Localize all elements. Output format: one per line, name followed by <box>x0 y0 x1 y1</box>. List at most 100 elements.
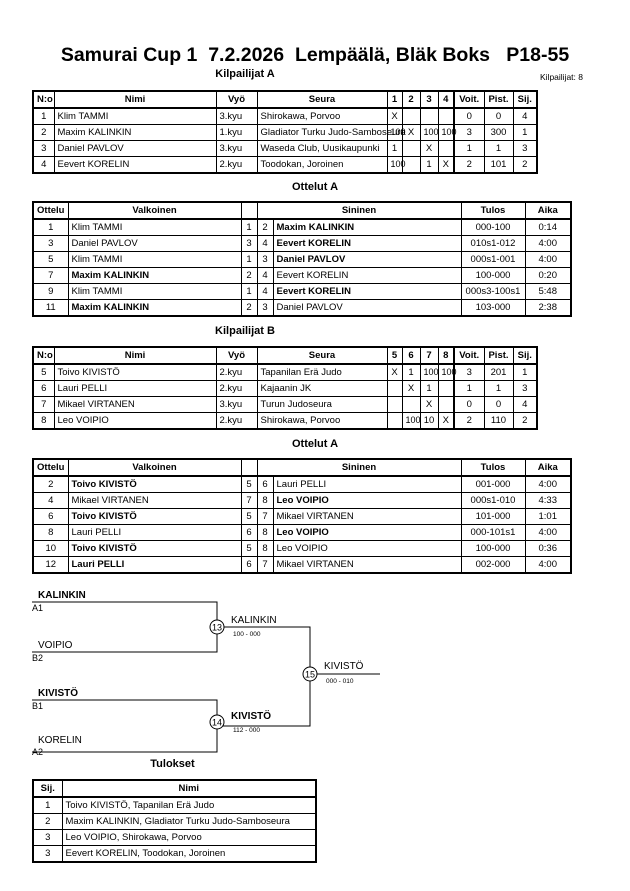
blue-competitor: Lauri PELLI <box>272 475 462 493</box>
competitor-club: Tapanilan Erä Judo <box>256 363 388 381</box>
pool-score-cell <box>386 380 403 397</box>
match-result: 101-000 <box>460 508 526 525</box>
result-name: Maxim KALINKIN, Gladiator Turku Judo-Sam… <box>61 813 317 830</box>
points-cell: 1 <box>483 380 514 397</box>
competitor-name: Klim TAMMI <box>53 107 217 125</box>
col-header: Vyö <box>215 346 258 365</box>
sf1-bottom-seed: B2 <box>32 653 43 663</box>
pool-score-cell <box>437 107 455 125</box>
result-name: Toivo KIVISTÖ, Tapanilan Erä Judo <box>61 796 317 814</box>
match-number: 5 <box>32 251 69 268</box>
results-heading: Tulokset <box>150 758 195 770</box>
competitor-number: 6 <box>32 380 55 397</box>
competitor-name: Mikael VIRTANEN <box>53 396 217 413</box>
match-number: 3 <box>32 235 69 252</box>
col-header: 5 <box>386 346 403 365</box>
white-number: 6 <box>240 524 258 541</box>
white-number: 5 <box>240 540 258 557</box>
blue-number: 4 <box>256 267 274 284</box>
match-circle <box>209 619 225 635</box>
wins-cell: 1 <box>453 140 485 157</box>
competitor-club: Shirokawa, Porvoo <box>256 107 388 125</box>
match-result: 000s3-100s1 <box>460 283 526 300</box>
match-time: 4:00 <box>524 251 572 268</box>
white-number: 6 <box>240 556 258 574</box>
competitor-club: Waseda Club, Uusikaupunki <box>256 140 388 157</box>
place-cell: 2 <box>512 412 538 430</box>
result-place: 1 <box>32 796 63 814</box>
match-number: 2 <box>32 475 69 493</box>
sf1-winner: KALINKIN <box>231 615 277 626</box>
col-header: N:o <box>32 346 55 365</box>
place-cell: 3 <box>512 380 538 397</box>
pool-score-cell <box>401 396 421 413</box>
wins-cell: 2 <box>453 412 485 430</box>
pool-score-cell: 1 <box>419 380 439 397</box>
pool-score-cell <box>419 107 439 125</box>
pool-score-cell: X <box>419 396 439 413</box>
sf1-bottom-name: VOIPIO <box>38 640 73 651</box>
col-header: Nimi <box>53 346 217 365</box>
result-place: 3 <box>32 829 63 846</box>
sf2-top-seed: B1 <box>32 701 43 711</box>
match-result: 100-000 <box>460 540 526 557</box>
pool-score-cell: X <box>419 140 439 157</box>
pool-score-cell <box>386 412 403 430</box>
competitor-name: Eevert KORELIN <box>53 156 217 174</box>
pool-score-cell <box>437 140 455 157</box>
wins-cell: 3 <box>453 124 485 141</box>
match-time: 5:48 <box>524 283 572 300</box>
sf2-bottom-seed: A2 <box>32 747 43 757</box>
white-number: 5 <box>240 508 258 525</box>
blue-competitor: Daniel PAVLOV <box>272 299 462 317</box>
competitor-club: Gladiator Turku Judo-Samboseura <box>256 124 406 141</box>
match-time: 2:38 <box>524 299 572 317</box>
match-result: 100-000 <box>460 267 526 284</box>
blue-competitor: Mikael VIRTANEN <box>272 556 462 574</box>
final-score: 000 - 010 <box>326 678 354 685</box>
sf1-match-number: 13 <box>212 623 222 633</box>
match-number: 7 <box>32 267 69 284</box>
col-header: Seura <box>256 346 388 365</box>
white-competitor: Klim TAMMI <box>67 283 242 300</box>
matches-a-heading: Ottelut A <box>291 181 339 193</box>
col-header: Seura <box>256 90 388 109</box>
points-cell: 0 <box>483 396 514 413</box>
match-number: 4 <box>32 492 69 509</box>
sf2-match-number: 14 <box>212 718 222 728</box>
result-name: Eevert KORELIN, Toodokan, Joroinen <box>61 845 317 863</box>
blue-number: 4 <box>256 235 274 252</box>
points-cell: 300 <box>483 124 514 141</box>
white-number: 7 <box>240 492 258 509</box>
match-number: 6 <box>32 508 69 525</box>
competitor-belt: 1.kyu <box>215 124 258 141</box>
match-time: 4:00 <box>524 235 572 252</box>
competitor-number: 5 <box>32 363 55 381</box>
white-competitor: Maxim KALINKIN <box>67 299 242 317</box>
pool-b-table: N:o Nimi Vyö Seura 5 6 7 8 Voit. Pist. S… <box>32 346 538 430</box>
blue-competitor: Eevert KORELIN <box>272 267 462 284</box>
sf1-top-seed: A1 <box>32 603 43 613</box>
col-header: Aika <box>524 458 572 477</box>
place-cell: 1 <box>512 124 538 141</box>
competitor-belt: 3.kyu <box>215 396 258 413</box>
match-circle <box>209 714 225 730</box>
blue-number: 4 <box>256 283 274 300</box>
competitor-number: 3 <box>32 140 55 157</box>
competitor-belt: 3.kyu <box>215 140 258 157</box>
col-header: Ottelu <box>32 201 69 220</box>
col-header: Aika <box>524 201 572 220</box>
match-time: 0:14 <box>524 218 572 236</box>
blue-competitor: Leo VOIPIO <box>272 540 462 557</box>
col-header: N:o <box>32 90 55 109</box>
col-header: Tulos <box>460 458 526 477</box>
match-time: 1:01 <box>524 508 572 525</box>
match-result: 103-000 <box>460 299 526 317</box>
